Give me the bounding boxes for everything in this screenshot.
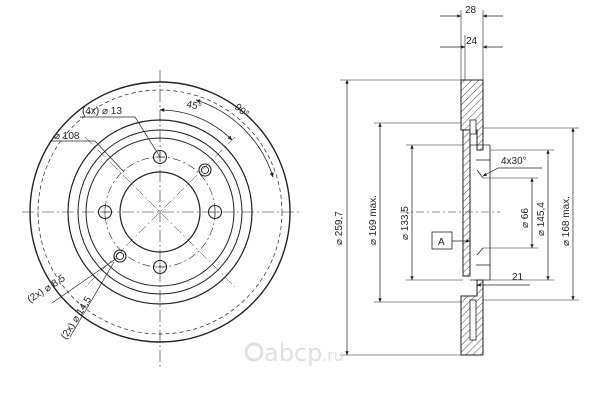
vane-top	[469, 119, 477, 135]
pin-hole-upper-right	[198, 163, 212, 177]
detail-a-marker: A	[431, 231, 453, 250]
section-view	[340, 10, 579, 356]
leader-chamfer	[482, 167, 542, 177]
front-view	[22, 70, 300, 368]
centerline-diagonal-b	[84, 136, 236, 288]
dim-28-label: 28	[465, 5, 477, 16]
leader-bolt-holes	[80, 116, 161, 158]
angle-arc-45	[159, 108, 233, 141]
leader-pcd	[50, 140, 125, 173]
watermark-logo-icon	[244, 342, 264, 362]
vane-bottom	[469, 299, 477, 341]
detail-a-label: A	[438, 237, 445, 248]
pin-hole-lower-left	[113, 249, 127, 263]
leader-pin-small	[51, 257, 118, 304]
bolt-holes-label: (4x) ⌀ 13	[82, 106, 122, 117]
dim-168-label: ⌀ 168 max.	[561, 196, 572, 246]
dim-259-7-label: ⌀ 259,7	[334, 211, 345, 245]
bolt-hole-right	[207, 204, 223, 220]
section-view-labels: 28 24 ⌀ 259,7 ⌀ 169 max. ⌀ 133,5 ⌀ 66 ⌀ …	[334, 5, 572, 283]
centerline-diagonal-a	[84, 136, 236, 288]
dim-66-label: ⌀ 66	[520, 208, 531, 228]
dim-145-4-label: ⌀ 145,4	[536, 202, 547, 236]
bolt-hole-left	[97, 204, 113, 220]
watermark-brand: abcp	[264, 339, 322, 367]
chamfer-label: 4x30°	[501, 156, 527, 167]
angle-45-label: 45°	[185, 99, 202, 113]
front-view-labels: (4x) ⌀ 13 ⌀ 108 45° 90° (2x) ⌀ 8,5 (2x) …	[26, 99, 251, 341]
leader-pin-large	[69, 261, 115, 338]
section-hat	[462, 129, 471, 277]
dim-24-label: 24	[466, 36, 478, 47]
dim-169-label: ⌀ 169 max.	[368, 195, 379, 245]
dim-21-label: 21	[512, 272, 524, 283]
bolt-hole-bottom	[152, 259, 168, 275]
watermark: abcp .ru	[244, 339, 344, 367]
watermark-tld: .ru	[322, 346, 344, 365]
pin-hole-small-label: (2x) ⌀ 8,5	[26, 273, 68, 306]
dim-133-5-label: ⌀ 133,5	[400, 206, 411, 240]
angle-arc-90	[195, 99, 274, 178]
pcd-label: ⌀ 108	[54, 131, 80, 142]
angle-90-label: 90°	[232, 102, 251, 120]
